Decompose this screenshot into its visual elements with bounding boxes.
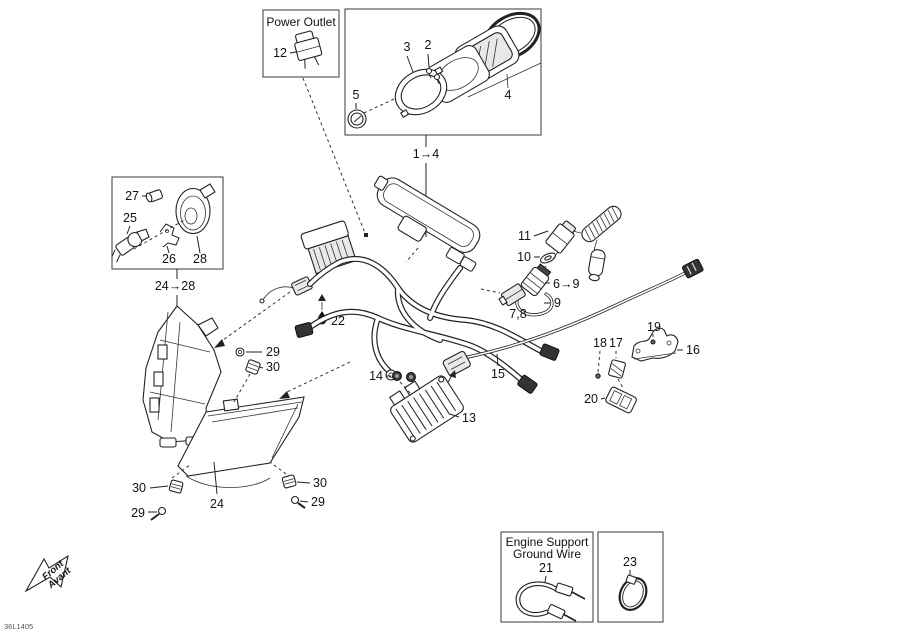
callout-29-upper: 29 bbox=[266, 345, 280, 359]
screw-19 bbox=[650, 339, 656, 345]
callout-24-28: 24→28 bbox=[155, 279, 195, 293]
callout-16: 16 bbox=[686, 343, 700, 357]
ground-wire-inset: Engine Support Ground Wire 21 bbox=[500, 531, 594, 623]
reflector-28 bbox=[175, 183, 216, 235]
small-gauge bbox=[347, 109, 367, 129]
callout-26: 26 bbox=[162, 252, 176, 266]
callout-30-right: 30 bbox=[313, 476, 327, 490]
callout-30-upper: 30 bbox=[266, 360, 280, 374]
ground-wire-part bbox=[515, 581, 586, 622]
headlight-bulb-25 bbox=[111, 228, 150, 263]
ground-wire-title-line2: Ground Wire bbox=[513, 547, 581, 561]
callout-23: 23 bbox=[623, 555, 637, 569]
callout-12: 12 bbox=[273, 46, 287, 60]
ground-wire-title-line1: Engine Support bbox=[506, 535, 589, 549]
diagram-code: 36L1405 bbox=[4, 622, 33, 631]
clip-17 bbox=[608, 359, 626, 379]
callout-25: 25 bbox=[123, 211, 137, 225]
callout-17: 17 bbox=[609, 336, 623, 350]
callout-10: 10 bbox=[517, 250, 531, 264]
callout-21: 21 bbox=[539, 561, 553, 575]
dash-arrowhead bbox=[279, 391, 290, 399]
headlight-lens bbox=[177, 396, 305, 488]
callout-27: 27 bbox=[125, 189, 139, 203]
callout-9: 9 bbox=[554, 296, 561, 310]
support-bracket-16 bbox=[631, 327, 679, 362]
rubber-block-20 bbox=[605, 386, 637, 414]
callout-4: 4 bbox=[505, 88, 512, 102]
wiring-harness bbox=[294, 246, 560, 394]
callout-2: 2 bbox=[425, 38, 432, 52]
callout-18: 18 bbox=[593, 336, 607, 350]
harness-wire-15 bbox=[466, 258, 704, 359]
regulator-nuts-14 bbox=[392, 371, 416, 382]
screw-18 bbox=[595, 373, 601, 379]
nut-30-right bbox=[281, 474, 297, 489]
voltage-regulator bbox=[388, 375, 464, 443]
dess-post-6-9 bbox=[520, 263, 552, 297]
power-outlet-part bbox=[294, 30, 323, 69]
power-outlet-inset: Power Outlet 12 bbox=[262, 9, 340, 78]
callout-14: 14 bbox=[369, 369, 383, 383]
callout-7-8: 7,8 bbox=[509, 307, 526, 321]
callout-11: 11 bbox=[518, 229, 531, 243]
ecm-module bbox=[300, 220, 357, 275]
screw-29-left bbox=[150, 506, 167, 521]
gauge-bezel bbox=[394, 66, 448, 119]
callout-30-left: 30 bbox=[132, 481, 146, 495]
dash-end-marker bbox=[364, 233, 368, 237]
callout-20: 20 bbox=[584, 392, 598, 406]
headlight-bulb-inset: 27 25 26 28 bbox=[111, 176, 224, 270]
tether-cord-coil bbox=[565, 205, 622, 282]
assembly-dash-power-outlet bbox=[302, 77, 366, 234]
callout-5: 5 bbox=[353, 88, 360, 102]
washer-10 bbox=[540, 252, 556, 264]
regulator-plug bbox=[442, 350, 471, 377]
bulb-retainer-26 bbox=[159, 223, 180, 248]
callout-6-9: 6→9 bbox=[553, 277, 579, 291]
callout-29-left: 29 bbox=[131, 506, 145, 520]
callout-3: 3 bbox=[404, 40, 411, 54]
callout-13: 13 bbox=[462, 411, 476, 425]
callout-29-right: 29 bbox=[311, 495, 325, 509]
gauge-support-bracket bbox=[374, 175, 481, 253]
ecm-wire bbox=[262, 286, 295, 301]
gauge-cluster-inset: 3 2 5 4 bbox=[344, 8, 542, 136]
loop-clamp-part bbox=[618, 574, 648, 611]
callout-1-4: 1→4 bbox=[413, 147, 439, 161]
loop-clamp-inset: 23 bbox=[597, 531, 664, 623]
dess-connector-7-8 bbox=[498, 283, 526, 307]
tether-handle bbox=[588, 249, 606, 282]
front-direction-arrow: Front Avant bbox=[24, 554, 74, 593]
callout-24: 24 bbox=[210, 497, 224, 511]
screw-29-upper bbox=[235, 347, 245, 357]
screw-29-right bbox=[290, 495, 306, 509]
bulb-socket-27 bbox=[145, 189, 163, 203]
nut-30-upper bbox=[245, 359, 261, 375]
dess-wire-9 bbox=[515, 292, 554, 317]
gauge-screws bbox=[425, 67, 441, 85]
tether-cap-11 bbox=[545, 220, 576, 254]
callout-28: 28 bbox=[193, 252, 207, 266]
callout-15: 15 bbox=[491, 367, 505, 381]
power-outlet-title: Power Outlet bbox=[266, 15, 336, 29]
nut-30-left bbox=[168, 479, 184, 494]
dash-arrowhead bbox=[214, 339, 225, 348]
callout-19: 19 bbox=[647, 320, 661, 334]
